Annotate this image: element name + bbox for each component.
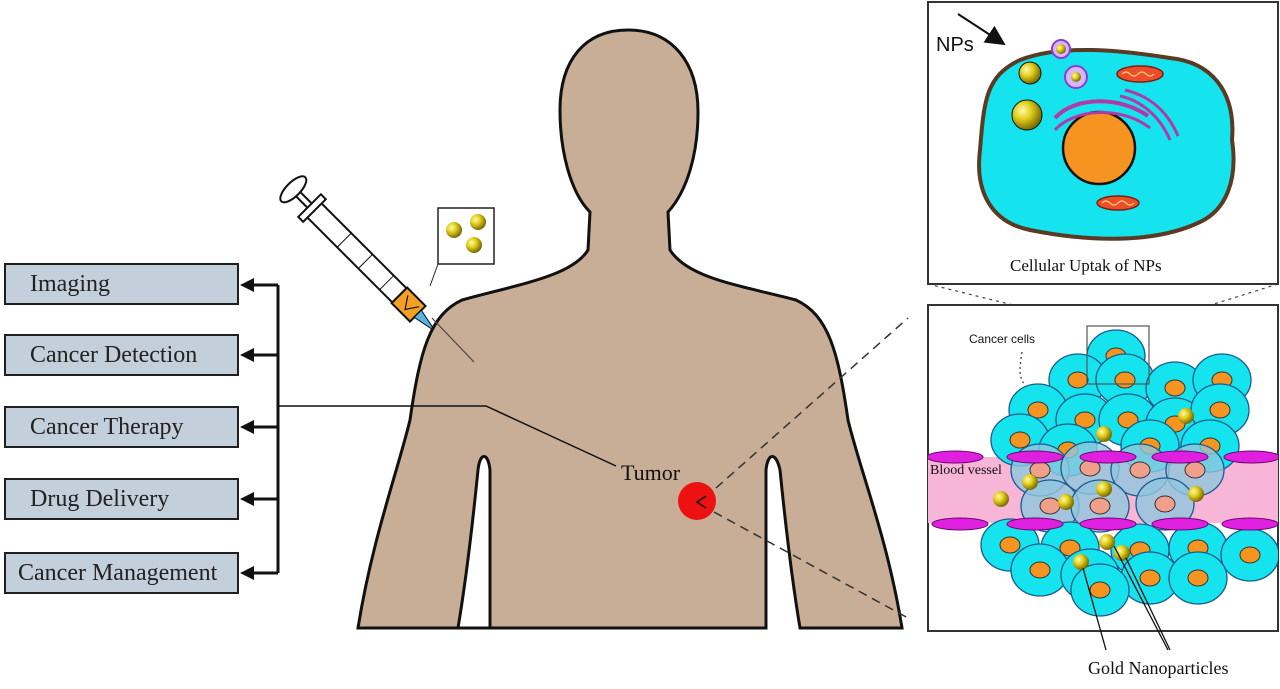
zoom-line-top-right (1149, 283, 1279, 325)
application-arrowheads (240, 278, 254, 580)
injection-line (431, 317, 475, 363)
gold-nanoparticle (1018, 61, 1042, 85)
cancer-cell (1010, 543, 1070, 597)
vessel-wall-top (928, 450, 1278, 464)
application-label: Cancer Management (18, 559, 218, 586)
blood-vessel-label: Blood vessel (930, 463, 1002, 478)
cancer-cell (1168, 551, 1228, 605)
human-body (356, 28, 904, 630)
application-bracket (246, 283, 280, 575)
application-label: Cancer Therapy (30, 413, 184, 440)
cancer-cells-pointer (1019, 351, 1025, 385)
nps-label: NPs (936, 34, 974, 56)
nps-arrow (957, 13, 1006, 46)
cancer-cell (1048, 353, 1108, 407)
tissue-nanoparticles (993, 408, 1204, 570)
cancer-cell (1220, 528, 1278, 582)
vessel-wall-bottom (931, 517, 1278, 531)
zoom-selection-box (1086, 325, 1150, 385)
gold-nanoparticle (470, 214, 486, 230)
application-cancer-therapy: Cancer Therapy (4, 406, 239, 448)
application-label: Cancer Detection (30, 341, 198, 368)
endoplasmic-reticulum (1053, 99, 1150, 120)
tumor-chevron (695, 495, 707, 509)
gold-nanoparticle (466, 237, 482, 253)
gold-nanoparticle (446, 222, 462, 238)
application-label: Drug Delivery (30, 485, 170, 512)
cellular-uptake-caption: Cellular Uptak of NPs (1010, 256, 1162, 275)
application-label: Imaging (30, 270, 110, 297)
zoom-line-upper (715, 317, 909, 489)
gold-nanoparticle (1011, 99, 1043, 131)
tumor-marker (678, 482, 716, 520)
zoom-line-lower (713, 511, 909, 619)
cancer-cell (1070, 563, 1130, 617)
application-cancer-detection: Cancer Detection (4, 334, 239, 376)
therapy-connector-line (278, 405, 617, 467)
cancer-cells-label: Cancer cells (969, 332, 1036, 346)
mitochondrion (1116, 65, 1164, 83)
application-imaging: Imaging (4, 263, 239, 305)
tumor-label: Tumor (621, 460, 681, 485)
gold-nanoparticle-pointers (1082, 545, 1171, 651)
application-drug-delivery: Drug Delivery (4, 478, 239, 520)
nanoparticle-inset-box (437, 207, 495, 265)
gold-nanoparticles-label: Gold Nanoparticles (1088, 658, 1229, 678)
syringe (279, 175, 434, 330)
application-cancer-management: Cancer Management (4, 552, 239, 594)
cancer-cell (1135, 477, 1195, 531)
cell-nucleus (1061, 110, 1137, 186)
